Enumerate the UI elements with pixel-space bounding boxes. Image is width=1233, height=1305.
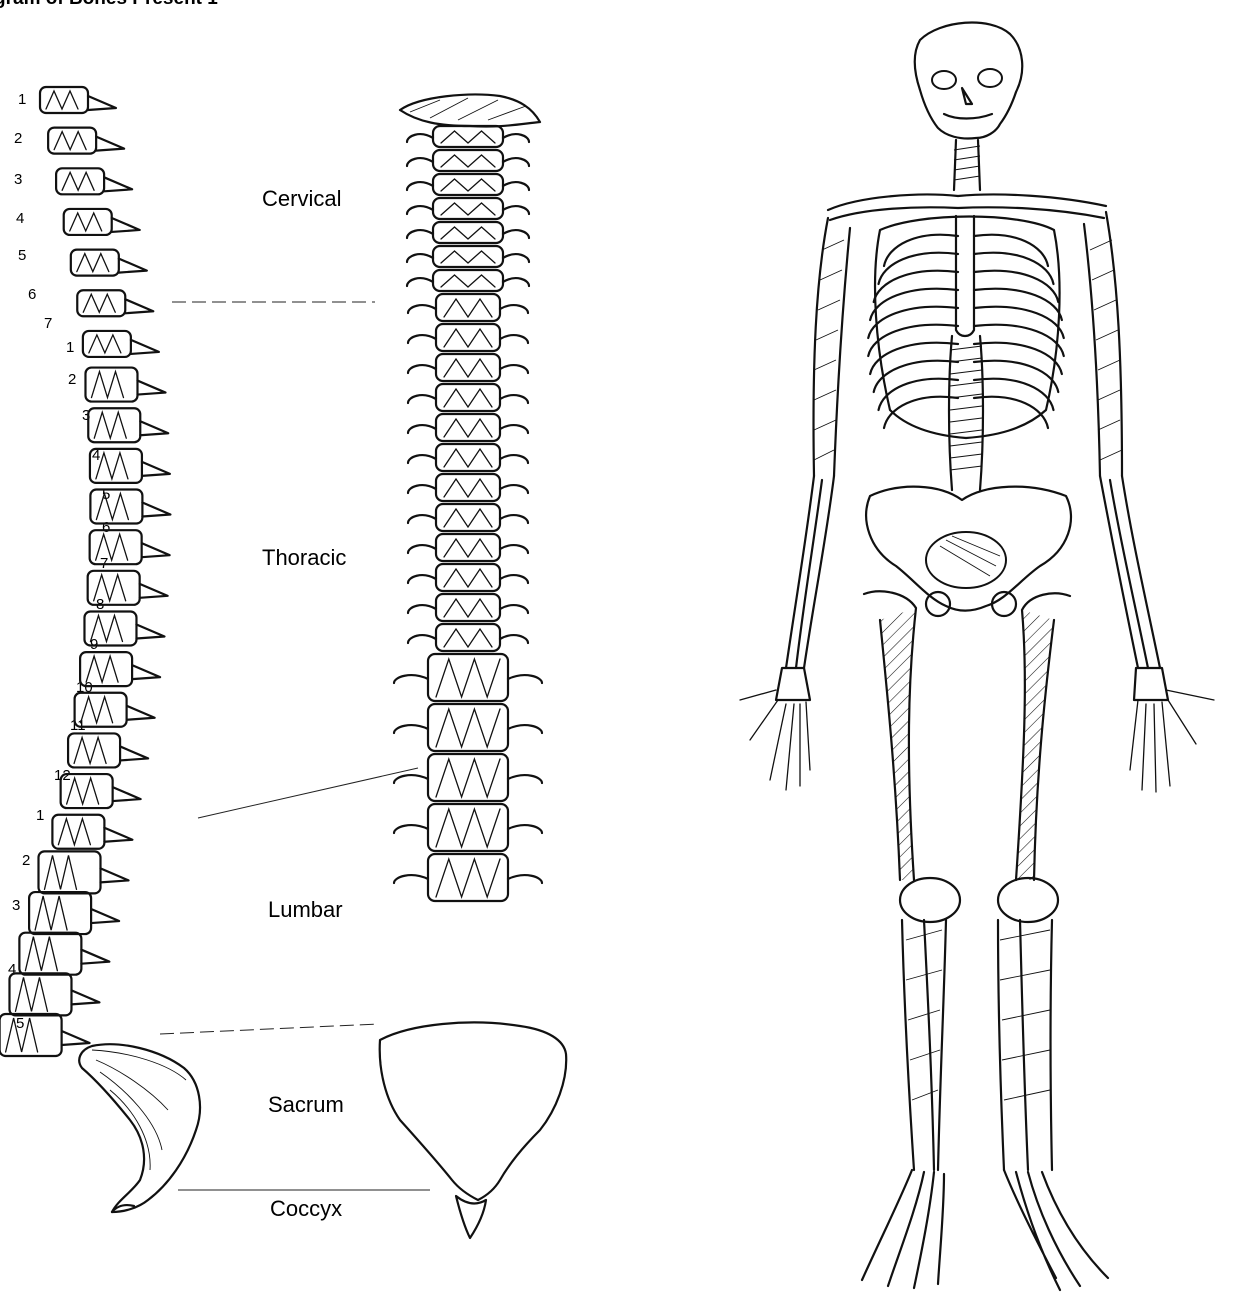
rib [868,307,958,338]
anterior-vertebra [408,504,528,531]
rib [974,361,1058,392]
anterior-vertebra [408,534,528,561]
rib [870,289,958,320]
anterior-vertebra [407,246,529,267]
anterior-vertebra [408,444,528,471]
rib [974,343,1062,374]
lateral-vertebra [9,973,99,1015]
spine-anterior-view-icon [380,95,567,1238]
lateral-vertebra [38,851,128,893]
lateral-vertebra [56,168,132,194]
anterior-vertebra [394,804,542,851]
lateral-vertebra [68,733,148,767]
lateral-vertebra [64,209,140,235]
rib [874,361,958,392]
anterior-vertebra [407,222,529,243]
lateral-vertebra [0,1014,90,1056]
anterior-vertebra [408,564,528,591]
lateral-vertebra [77,290,153,316]
rib [974,235,1048,266]
rib [884,397,958,428]
lateral-vertebra [83,331,159,357]
anterior-vertebra [394,754,542,801]
anterior-vertebra [394,854,542,901]
spine-lateral-view-icon [0,87,200,1212]
anterior-vertebra [394,654,542,701]
anterior-vertebra [407,270,529,291]
full-skeleton-icon [740,23,1214,1290]
lateral-vertebra [90,530,170,564]
anterior-vertebra [394,704,542,751]
rib [974,307,1064,338]
lateral-vertebra [19,933,109,975]
lateral-vertebra [90,449,170,483]
anterior-vertebra [408,474,528,501]
anterior-vertebra [408,354,528,381]
anterior-vertebra [407,126,529,147]
rib [974,379,1053,410]
lateral-vertebra [88,408,168,442]
rib [874,271,958,302]
anterior-vertebra [408,324,528,351]
lateral-vertebra [80,652,160,686]
lateral-vertebra [85,368,165,402]
rib [879,253,958,284]
rib [974,253,1053,284]
rib [974,271,1058,302]
lateral-vertebra [90,490,170,524]
lateral-vertebra [61,774,141,808]
rib [870,343,958,374]
region-divider-lines [160,302,430,1190]
lateral-vertebra [84,611,164,645]
anterior-vertebra [407,198,529,219]
rib [884,235,958,266]
lateral-vertebra [40,87,116,113]
anterior-vertebra [407,150,529,171]
rib [974,325,1064,356]
lateral-vertebra [75,693,155,727]
lateral-vertebra [29,892,119,934]
rib [974,397,1048,428]
anterior-vertebra [408,414,528,441]
anterior-vertebra [407,174,529,195]
anterior-vertebra [408,384,528,411]
rib [974,289,1062,320]
lateral-vertebra [52,815,132,849]
lateral-vertebra [88,571,168,605]
anterior-vertebra [408,594,528,621]
rib [879,379,958,410]
anterior-vertebra [408,294,528,321]
rib [868,325,958,356]
anterior-vertebra [408,624,528,651]
lateral-vertebra [48,128,124,154]
lateral-vertebra [71,250,147,276]
